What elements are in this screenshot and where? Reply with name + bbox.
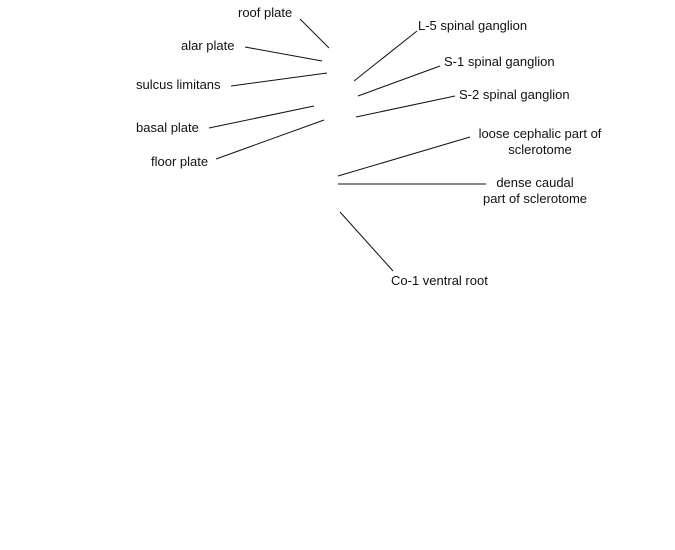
leader-line-roof-plate: [299, 18, 330, 49]
label-loose-cephalic-line1: loose cephalic part of: [478, 126, 602, 141]
leader-line-s2-spinal-ganglion: [355, 95, 456, 118]
label-dense-caudal-line1: dense caudal: [496, 175, 574, 190]
label-loose-cephalic-part: loose cephalic part of sclerotome: [470, 126, 610, 158]
leader-line-sulcus-limitans: [230, 72, 328, 87]
label-s1-spinal-ganglion: S-1 spinal ganglion: [444, 54, 555, 69]
label-dense-caudal-line2: part of sclerotome: [482, 191, 588, 206]
label-sulcus-limitans: sulcus limitans: [136, 77, 221, 92]
leader-line-loose-cephalic: [337, 136, 471, 177]
label-s2-spinal-ganglion: S-2 spinal ganglion: [459, 87, 570, 102]
label-l5-spinal-ganglion: L-5 spinal ganglion: [418, 18, 528, 33]
leader-line-l5-spinal-ganglion: [353, 30, 418, 82]
label-alar-plate: alar plate: [181, 38, 235, 53]
label-roof-plate: roof plate: [238, 5, 293, 20]
label-loose-cephalic-line2: sclerotome: [508, 142, 572, 157]
leader-line-alar-plate: [244, 46, 323, 62]
label-floor-plate: floor plate: [151, 154, 209, 169]
leader-line-floor-plate: [215, 119, 325, 160]
leader-line-co1-ventral-root: [339, 211, 394, 272]
label-co1-ventral-root: Co-1 ventral root: [391, 273, 488, 288]
leader-line-s1-spinal-ganglion: [357, 65, 441, 97]
label-basal-plate: basal plate: [136, 120, 199, 135]
label-dense-caudal-part: dense caudal part of sclerotome: [470, 175, 600, 207]
leader-line-basal-plate: [208, 105, 315, 129]
